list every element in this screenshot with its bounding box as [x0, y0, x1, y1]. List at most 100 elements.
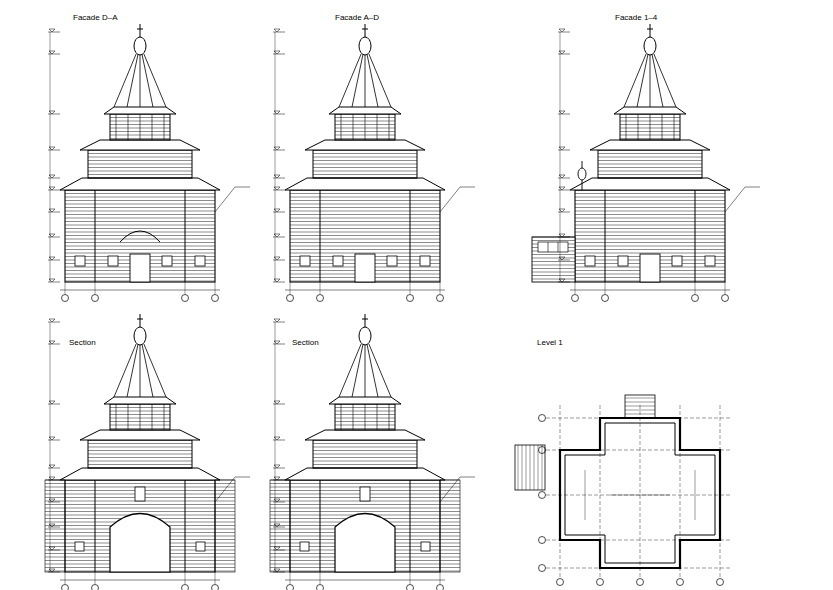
drawing-line	[88, 454, 192, 455]
drawing-shape	[285, 468, 445, 480]
drawing-shape	[49, 29, 55, 32]
view-title: Facade D–A	[72, 14, 118, 23]
drawing-line	[440, 571, 460, 572]
drawing-line	[65, 235, 215, 236]
axis-bubble	[539, 565, 546, 572]
axis-bubble	[572, 295, 579, 302]
drawing-line	[542, 445, 543, 490]
drawing-line	[290, 504, 440, 505]
drawing-line	[440, 553, 460, 554]
drawing-line	[270, 539, 290, 540]
drawing-line	[65, 246, 215, 247]
drawing-rect	[270, 480, 290, 572]
drawing-line	[365, 404, 366, 430]
drawing-line	[585, 470, 586, 520]
drawing-line	[45, 567, 65, 568]
drawing-rect	[290, 480, 440, 572]
drawing-line	[650, 24, 651, 37]
drawing-line	[65, 207, 215, 208]
drawing-line	[598, 164, 702, 165]
drawing-line	[440, 522, 460, 523]
drawing-line	[65, 504, 215, 505]
drawing-line	[270, 543, 290, 544]
drawing-line	[440, 529, 460, 530]
drawing-rect	[108, 256, 118, 266]
axis-bubble	[602, 295, 609, 302]
drawing-line	[410, 480, 411, 572]
drawing-line	[65, 253, 215, 254]
drawing-line	[65, 225, 215, 226]
drawing-line	[362, 29, 368, 30]
drawing-line	[215, 543, 235, 544]
drawing-shape	[104, 107, 176, 114]
drawing-rect	[355, 254, 375, 282]
church-section	[45, 314, 250, 590]
drawing-line	[352, 54, 363, 107]
drawing-line	[65, 239, 215, 240]
drawing-line	[290, 200, 440, 201]
drawing-line	[270, 504, 290, 505]
drawing-line	[45, 515, 65, 516]
drawing-line	[575, 207, 725, 208]
drawing-line	[88, 447, 192, 448]
drawing-line	[532, 261, 575, 262]
drawing-rect	[290, 190, 440, 282]
drawing-shape	[329, 397, 401, 404]
drawing-line	[582, 161, 583, 168]
drawing-line	[88, 443, 192, 444]
drawing-line	[88, 464, 192, 465]
drawing-rect	[515, 445, 545, 490]
drawing-line	[65, 483, 215, 484]
drawing-line	[45, 522, 65, 523]
drawing-line	[215, 539, 235, 540]
drawing-line	[290, 207, 440, 208]
drawing-line	[270, 557, 290, 558]
drawing-line	[538, 445, 539, 490]
drawing-shape	[49, 319, 55, 322]
drawing-line	[625, 414, 655, 415]
drawing-line	[65, 211, 215, 212]
drawing-line	[270, 497, 290, 498]
drawing-rect	[440, 480, 460, 572]
drawing-line	[137, 319, 143, 320]
drawing-line	[270, 571, 290, 572]
drawing-line	[88, 457, 192, 458]
drawing-line	[235, 477, 250, 478]
drawing-line	[575, 242, 725, 243]
church-front2	[273, 24, 475, 302]
floor-plan	[515, 395, 730, 586]
drawing-line	[290, 197, 440, 198]
drawing-line	[215, 483, 235, 484]
drawing-line	[215, 557, 235, 558]
drawing-line	[695, 282, 696, 294]
drawing-line	[440, 187, 460, 212]
drawing-line	[575, 225, 725, 226]
view-title: Facade 1–4	[614, 14, 658, 23]
drawing-line	[745, 187, 760, 188]
drawing-line	[353, 114, 354, 140]
drawing-line	[290, 572, 291, 584]
drawing-line	[650, 54, 651, 107]
drawing-line	[575, 253, 725, 254]
drawing-line	[270, 532, 290, 533]
drawing-line	[270, 567, 290, 568]
drawing-line	[575, 204, 725, 205]
drawing-line	[290, 511, 440, 512]
drawing-line	[270, 560, 290, 561]
drawing-line	[270, 515, 290, 516]
drawing-line	[313, 160, 417, 161]
drawing-line	[140, 114, 141, 140]
drawing-shape	[590, 140, 710, 150]
drawing-line	[65, 228, 215, 229]
drawing-line	[558, 242, 559, 252]
drawing-line	[270, 550, 290, 551]
drawing-line	[313, 454, 417, 455]
drawing-rect	[532, 237, 575, 282]
drawing-line	[45, 508, 65, 509]
drawing-line	[215, 567, 235, 568]
drawing-line	[45, 539, 65, 540]
drawing-line	[215, 187, 235, 212]
drawing-rect	[313, 440, 417, 468]
drawing-line	[235, 187, 250, 188]
drawing-line	[215, 487, 235, 488]
